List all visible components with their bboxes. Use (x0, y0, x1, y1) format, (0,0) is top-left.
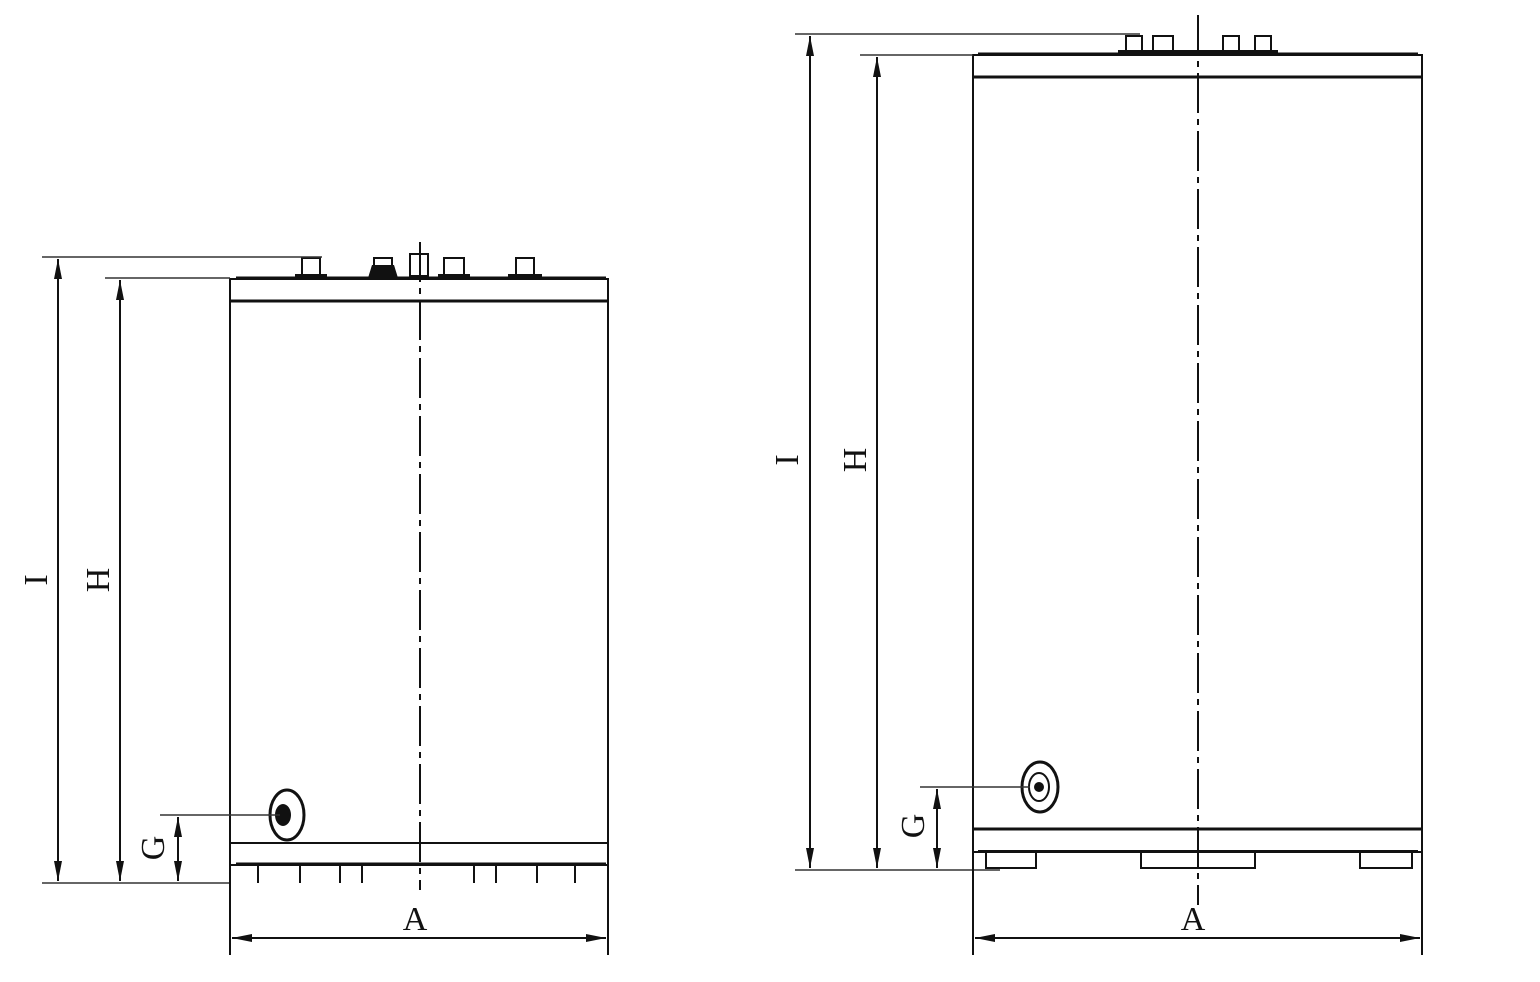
left-tank: I H G A (18, 242, 609, 955)
left-label-i: I (18, 574, 55, 585)
right-label-h: H (837, 448, 874, 473)
right-label-a: A (1181, 901, 1206, 938)
left-label-a: A (403, 901, 428, 938)
left-label-g: G (135, 836, 172, 861)
right-label-g: G (895, 814, 932, 839)
left-label-h: H (80, 568, 117, 593)
right-label-i: I (769, 454, 806, 465)
right-tank: I H G A (769, 15, 1423, 955)
left-tank-feet (257, 865, 576, 883)
